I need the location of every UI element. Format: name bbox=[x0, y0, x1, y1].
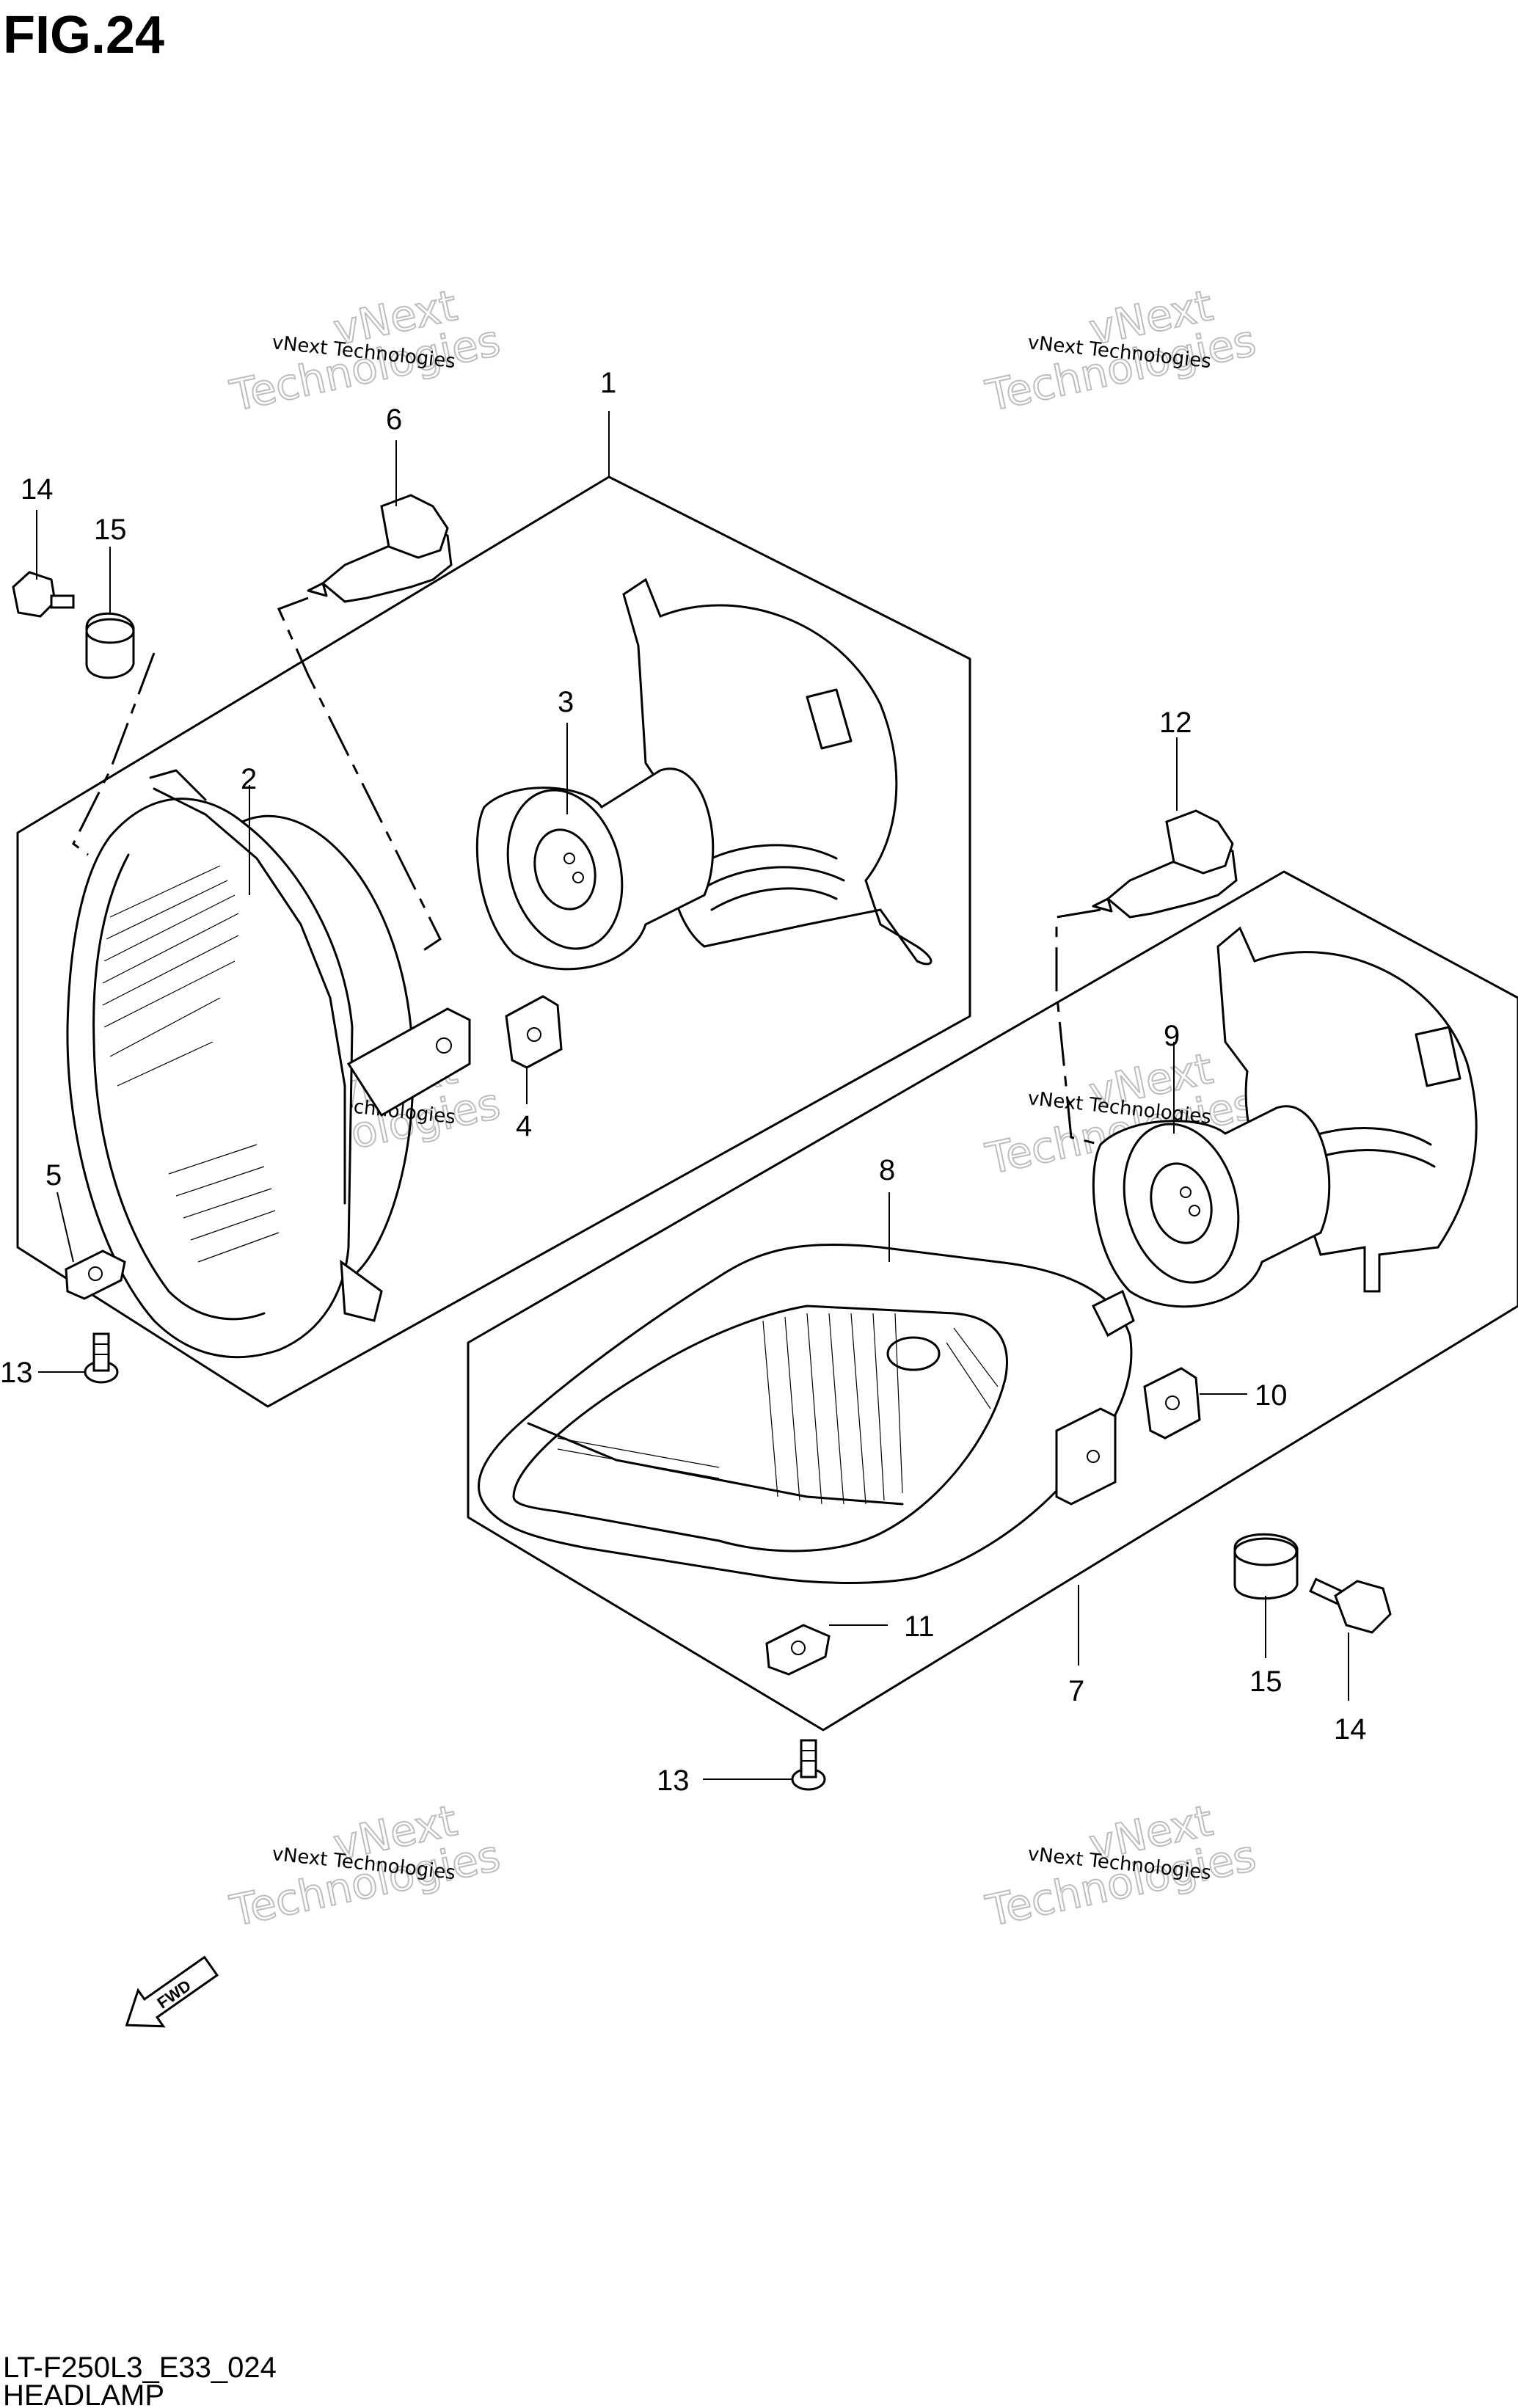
figure-code: LT-F250L3_E33_024 bbox=[3, 2352, 277, 2384]
callout-15-lower: 15 bbox=[1249, 1665, 1282, 1698]
callouts: 1 2 3 4 5 6 7 8 9 10 11 12 13 13 14 14 1… bbox=[0, 367, 1367, 1797]
upper-bulb-socket bbox=[475, 577, 933, 971]
callout-14-upper: 14 bbox=[21, 473, 54, 506]
lower-right-bolt bbox=[1309, 1577, 1392, 1634]
upper-left-bolt bbox=[12, 571, 75, 618]
lower-bulb-socket bbox=[1092, 926, 1478, 1308]
lower-screw bbox=[791, 1739, 826, 1791]
lower-assembly-frame bbox=[467, 870, 1518, 1732]
upper-clip-nut bbox=[65, 1249, 126, 1300]
callout-14-lower: 14 bbox=[1334, 1713, 1367, 1745]
callout-10: 10 bbox=[1255, 1379, 1288, 1412]
callout-11: 11 bbox=[904, 1610, 935, 1643]
callout-6: 6 bbox=[386, 404, 402, 436]
callout-13-upper: 13 bbox=[0, 1357, 33, 1389]
upper-bulb bbox=[307, 494, 453, 603]
callout-4: 4 bbox=[516, 1110, 532, 1142]
watermark-bottom-right: Technologies vNext vNext Technologies bbox=[981, 1795, 1261, 1937]
callout-12: 12 bbox=[1159, 707, 1192, 739]
figure-title: FIG.24 bbox=[3, 6, 164, 65]
callout-7: 7 bbox=[1068, 1675, 1084, 1707]
watermark-top-left: Technologies vNext vNext Technologies bbox=[225, 280, 506, 422]
watermark-bottom-left: Technologies vNext vNext Technologies bbox=[225, 1795, 506, 1937]
callout-3: 3 bbox=[558, 686, 574, 718]
lower-right-grommet bbox=[1233, 1533, 1299, 1600]
fwd-arrow: FWD bbox=[125, 1955, 219, 2028]
callout-15-upper: 15 bbox=[94, 514, 127, 546]
callout-2: 2 bbox=[241, 763, 257, 795]
callout-5: 5 bbox=[45, 1159, 62, 1192]
callout-13-lower: 13 bbox=[657, 1765, 690, 1797]
upper-left-screw bbox=[84, 1332, 119, 1384]
lower-adjuster-clip bbox=[1143, 1367, 1201, 1440]
lower-clip-nut bbox=[765, 1624, 831, 1676]
lower-headlamp-housing bbox=[478, 1243, 1135, 1584]
callout-8: 8 bbox=[879, 1154, 895, 1186]
callout-leaders bbox=[36, 411, 1349, 1780]
callout-9: 9 bbox=[1164, 1020, 1180, 1052]
figure-name: HEADLAMP bbox=[3, 2379, 164, 2408]
upper-left-grommet bbox=[85, 612, 135, 679]
watermark-top-right: Technologies vNext vNext Technologies bbox=[981, 280, 1261, 422]
upper-adjuster-clip bbox=[505, 995, 563, 1069]
upper-dashed-leaders bbox=[72, 596, 442, 955]
lower-dashed-leaders bbox=[1055, 908, 1101, 1146]
lower-bulb bbox=[1092, 809, 1238, 919]
callout-1: 1 bbox=[600, 367, 616, 399]
upper-headlamp-housing bbox=[66, 769, 471, 1359]
